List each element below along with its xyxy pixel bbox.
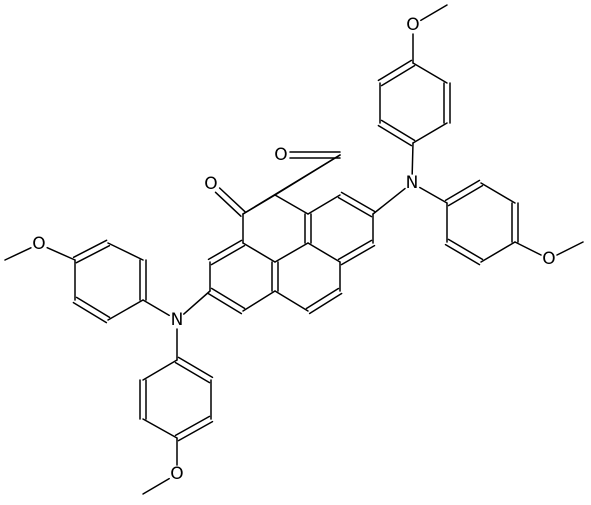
bond-l3-l4-a bbox=[72, 239, 108, 259]
bond-l2-l3 bbox=[107, 242, 144, 261]
atom-label-o-methoxy-right: O bbox=[542, 249, 555, 269]
bond-b6-b1-b bbox=[174, 361, 211, 384]
bond-c13-c14-a bbox=[340, 244, 376, 266]
bond-r5-r6-b bbox=[444, 243, 481, 266]
bond-c4-n2 bbox=[183, 290, 211, 315]
bond-b3-b4 bbox=[142, 418, 178, 439]
bond-t3-t4 bbox=[412, 62, 448, 84]
bond-c4-c5-b bbox=[210, 287, 246, 310]
bond-l5-l6-a bbox=[72, 301, 108, 324]
bond-n1-r1 bbox=[419, 186, 448, 204]
bond-or-mr bbox=[556, 241, 584, 256]
bond-c7-c8 bbox=[274, 242, 309, 263]
bond-t6-t1-a bbox=[377, 124, 413, 147]
bond-r4-r5 bbox=[480, 241, 516, 263]
bond-l5-l6-b bbox=[75, 296, 111, 319]
bond-b4-b5-a bbox=[177, 420, 214, 442]
bond-c15-n1 bbox=[372, 187, 406, 215]
bond-r2-r3 bbox=[480, 182, 516, 204]
atom-label-n-left: N bbox=[171, 310, 184, 330]
bond-c5-c6 bbox=[242, 290, 276, 312]
bond-c15-c16-b bbox=[337, 196, 373, 218]
atom-label-o-methoxy-top: O bbox=[406, 15, 419, 35]
atom-label-n-right: N bbox=[406, 173, 419, 193]
bond-l3-l4-b bbox=[75, 244, 111, 264]
bond-ol-ml bbox=[4, 247, 32, 261]
atom-label-o-methoxy-left: O bbox=[32, 234, 45, 254]
bond-c9-c10 bbox=[274, 194, 309, 215]
bond-c13-c14-b bbox=[337, 239, 373, 261]
bond-l6-l1 bbox=[107, 299, 144, 321]
bond-c6-c11 bbox=[274, 290, 309, 312]
atom-label-o-methoxy-bottom: O bbox=[170, 464, 183, 484]
bond-lines bbox=[4, 4, 584, 495]
bond-r4-or bbox=[514, 241, 542, 256]
bond-c11-c12-a bbox=[308, 292, 343, 315]
atom-label-o-carbonyl-upper: O bbox=[274, 145, 287, 165]
bond-c15-c16-a bbox=[340, 191, 376, 213]
bond-t6-t1-b bbox=[380, 119, 416, 142]
bond-b6-b1-a bbox=[177, 356, 214, 379]
bond-ot-mt bbox=[420, 4, 448, 22]
bond-c13-c8 bbox=[307, 242, 341, 263]
bond-t4-t5-a bbox=[377, 59, 413, 82]
bond-c11-c12-b bbox=[305, 287, 340, 310]
bond-b4-b5-b bbox=[174, 415, 211, 437]
bond-c17-c1 bbox=[242, 154, 341, 215]
bond-c7-c2 bbox=[242, 242, 276, 263]
bond-c1-o2-a bbox=[218, 187, 246, 213]
bond-l4-ol bbox=[46, 246, 76, 261]
bond-r5-r6-a bbox=[447, 238, 484, 261]
bond-c2-c3-b bbox=[210, 244, 246, 266]
bond-c2-c3-a bbox=[207, 239, 243, 261]
bond-n2-l1 bbox=[142, 299, 170, 317]
bond-b1-b2 bbox=[142, 359, 178, 381]
bond-r1-r2-b bbox=[444, 179, 481, 202]
bond-c4-c5-a bbox=[207, 292, 243, 315]
bond-r1-r2-a bbox=[447, 184, 484, 207]
bond-c1-o2-b bbox=[214, 191, 242, 217]
atom-labels: O O N N O O O O bbox=[32, 15, 555, 484]
bond-t4-t5-b bbox=[380, 64, 416, 87]
bond-t1-t2 bbox=[412, 122, 448, 144]
bond-c16-c9 bbox=[307, 194, 341, 215]
atom-label-o-carbonyl-lower: O bbox=[204, 174, 217, 194]
bond-n1-t1 bbox=[411, 142, 414, 175]
bond-ob-mb bbox=[142, 477, 170, 495]
